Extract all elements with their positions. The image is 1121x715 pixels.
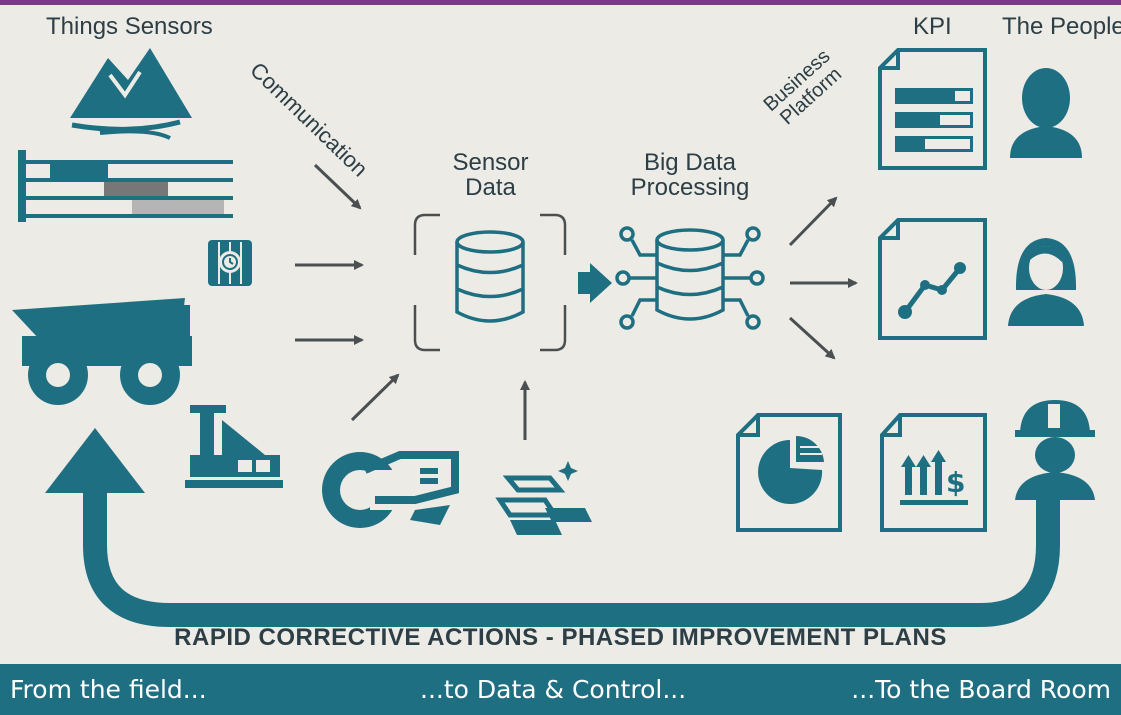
top-accent-bar bbox=[0, 0, 1121, 5]
svg-text:$: $ bbox=[946, 466, 965, 499]
label-big-data-processing: Big Data Processing bbox=[630, 149, 750, 202]
label-kpi: KPI bbox=[913, 13, 952, 40]
excavator-icon bbox=[322, 451, 459, 528]
label-the-people: The People bbox=[1002, 13, 1121, 40]
process-arrow-icon bbox=[578, 263, 612, 303]
flow-arrows bbox=[295, 163, 858, 440]
footer-center-text: ...to Data & Control... bbox=[420, 675, 687, 704]
revenue-report-icon: $ bbox=[880, 413, 987, 532]
woman-avatar-icon bbox=[1008, 238, 1084, 326]
database-icon bbox=[413, 213, 567, 352]
kpi-report-icon bbox=[878, 48, 987, 170]
footer-bar: From the field... ...to Data & Control..… bbox=[0, 664, 1121, 715]
pie-chart-report-icon bbox=[736, 413, 842, 532]
headline-rapid-corrective-actions: RAPID CORRECTIVE ACTIONS - PHASED IMPROV… bbox=[174, 624, 947, 651]
line-chart-report-icon bbox=[878, 218, 987, 340]
network-database-icon bbox=[615, 226, 765, 330]
drill-rig-icon bbox=[185, 405, 283, 488]
footer-right-text: ...To the Board Room bbox=[851, 675, 1111, 704]
man-avatar-icon bbox=[1010, 68, 1082, 158]
label-things-sensors: Things Sensors bbox=[46, 13, 213, 40]
label-sensor-data: Sensor Data bbox=[452, 149, 529, 202]
footer-left-text: From the field... bbox=[10, 675, 207, 704]
dynamite-icon bbox=[208, 240, 252, 286]
gantt-chart-icon bbox=[18, 150, 233, 222]
mountain-icon bbox=[70, 48, 192, 140]
dump-truck-icon bbox=[12, 298, 192, 405]
gold-bars-icon bbox=[495, 461, 592, 535]
worker-helmet-icon bbox=[1015, 400, 1095, 500]
feedback-loop-arrow-icon bbox=[45, 428, 1060, 627]
